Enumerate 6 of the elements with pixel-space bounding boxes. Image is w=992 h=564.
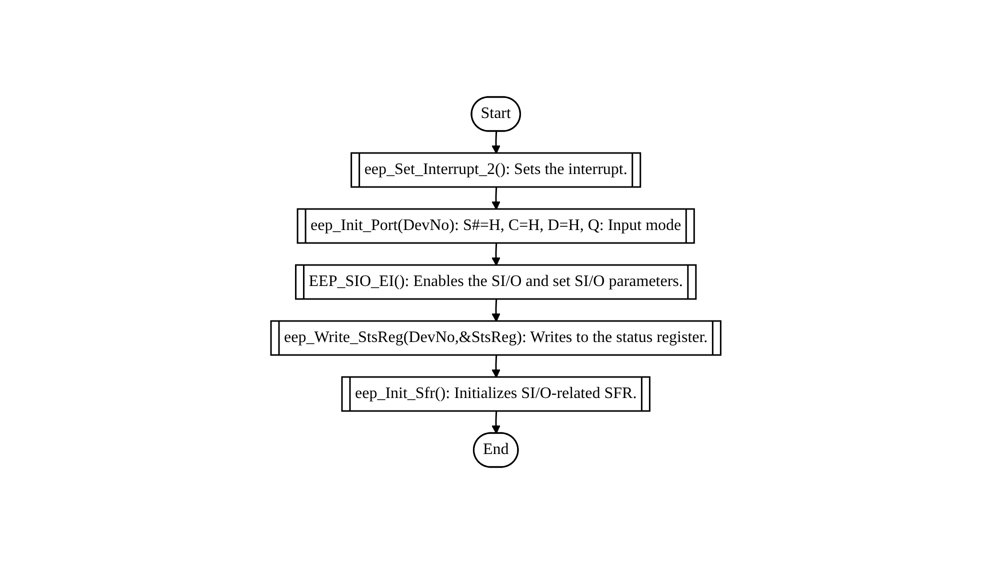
arrow: [492, 131, 501, 154]
arrow: [492, 355, 501, 378]
arrow: [492, 411, 501, 434]
arrow: [492, 243, 501, 266]
arrow: [492, 187, 501, 210]
arrow: [492, 299, 501, 322]
